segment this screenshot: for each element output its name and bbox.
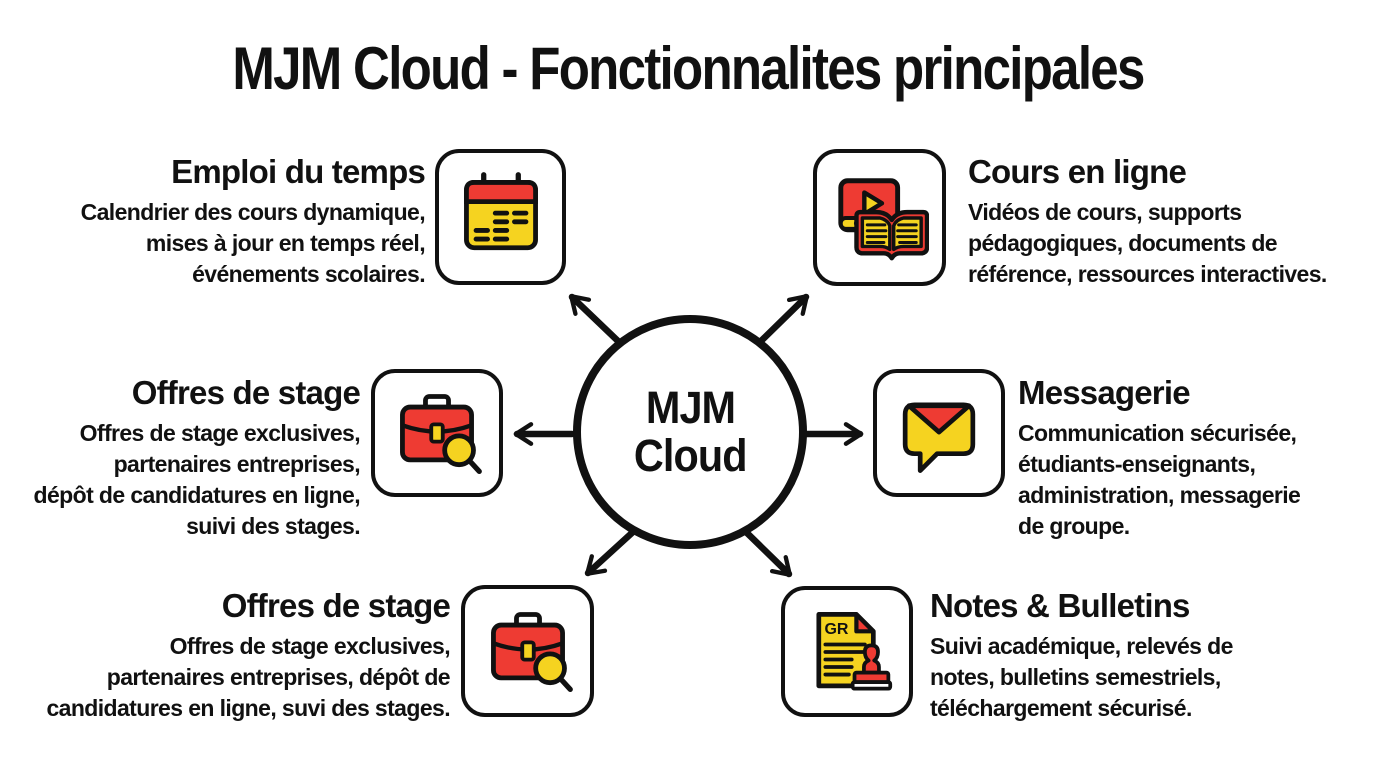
center-label-line2: Cloud xyxy=(633,430,748,481)
arrow-down-right xyxy=(741,527,793,578)
briefcase-search-icon-box xyxy=(371,369,503,497)
envelope-chat-icon xyxy=(902,402,976,473)
feature-line: Offres de stage exclusives, xyxy=(79,420,361,447)
briefcase-search-icon-box xyxy=(461,585,594,717)
feature-line: téléchargement sécurisé. xyxy=(930,695,1192,722)
feature-heading: Offres de stage xyxy=(131,374,361,411)
arrow-up-left xyxy=(568,293,623,346)
document-label: GR xyxy=(824,621,848,638)
feature-line: suivi des stages. xyxy=(186,513,360,540)
feature-line: partenaires entreprises, dépôt de xyxy=(106,664,451,691)
feature-line: Calendrier des cours dynamique, xyxy=(80,199,426,226)
feature-line: Vidéos de cours, supports xyxy=(968,199,1242,226)
arrow-down-left xyxy=(584,527,638,577)
feature-cours-en-ligne-text: Cours en ligne Vidéos de cours, supports… xyxy=(968,153,1327,290)
center-label-line1: MJM xyxy=(645,382,735,434)
briefcase-search-icon xyxy=(490,612,573,693)
feature-line: événements scolaires. xyxy=(192,261,425,288)
document-stamp-icon: GR xyxy=(816,611,893,691)
feature-line: Communication sécurisée, xyxy=(1018,420,1297,447)
feature-line: Offres de stage exclusives, xyxy=(169,633,451,660)
feature-line: notes, bulletins semestriels, xyxy=(930,664,1221,691)
feature-line: candidatures en ligne, suvi des stages. xyxy=(46,695,450,722)
calendar-icon xyxy=(463,172,538,251)
feature-heading: Cours en ligne xyxy=(968,153,1187,190)
feature-heading: Offres de stage xyxy=(221,587,451,624)
center-node: MJM Cloud xyxy=(573,315,807,549)
feature-line: partenaires entreprises, xyxy=(113,451,361,478)
feature-offres-de-stage-2-text: Offres de stage Offres de stage exclusiv… xyxy=(46,587,451,724)
video-book-icon-box xyxy=(813,149,946,286)
arrow-up-right xyxy=(756,293,810,346)
page-title: MJM Cloud - Fonctionnalites principales xyxy=(232,35,1145,102)
feature-notes-bulletins-text: Notes & Bulletins Suivi académique, rele… xyxy=(930,587,1233,724)
feature-line: Suivi académique, relevés de xyxy=(930,633,1233,660)
feature-line: étudiants-enseignants, xyxy=(1018,451,1256,478)
feature-emploi-du-temps-text: Emploi du temps Calendrier des cours dyn… xyxy=(80,153,426,290)
feature-messagerie-text: Messagerie Communication sécurisée, étud… xyxy=(1018,374,1301,542)
briefcase-search-icon xyxy=(400,394,482,475)
video-book-icon xyxy=(837,177,929,260)
calendar-icon-box xyxy=(435,149,566,285)
feature-line: référence, ressources interactives. xyxy=(968,261,1327,288)
envelope-chat-icon-box xyxy=(873,369,1005,497)
feature-line: pédagogiques, documents de xyxy=(968,230,1278,257)
feature-heading: Notes & Bulletins xyxy=(930,587,1190,624)
feature-line: mises à jour en temps réel, xyxy=(145,230,426,257)
feature-heading: Emploi du temps xyxy=(171,153,426,190)
feature-line: de groupe. xyxy=(1018,513,1130,540)
feature-line: administration, messagerie xyxy=(1018,482,1301,509)
feature-heading: Messagerie xyxy=(1018,374,1191,411)
feature-offres-de-stage-text: Offres de stage Offres de stage exclusiv… xyxy=(33,374,361,542)
document-stamp-icon-box: GR xyxy=(781,586,913,717)
feature-line: dépôt de candidatures en ligne, xyxy=(33,482,361,509)
